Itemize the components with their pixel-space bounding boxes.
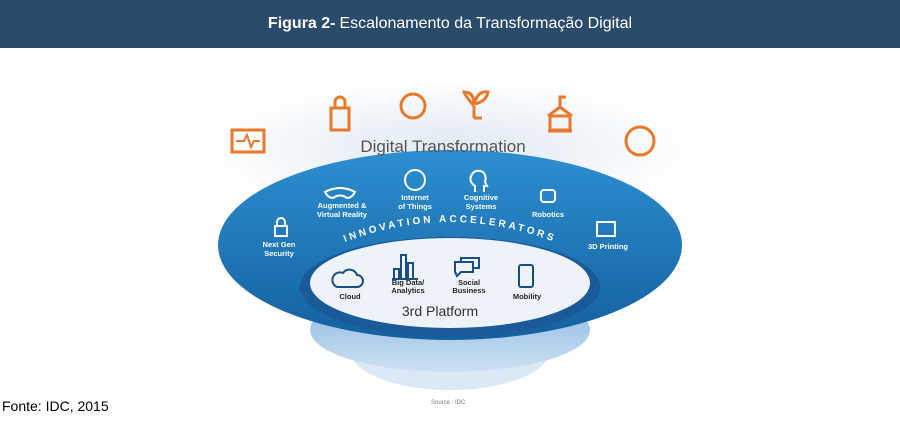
vr-glasses-icon	[323, 187, 357, 200]
gear-worker-icon	[399, 92, 427, 120]
accelerator-label: of Things	[398, 202, 432, 211]
globe-network-icon	[404, 169, 426, 191]
figure-caption: Fonte: IDC, 2015	[2, 398, 109, 414]
robot-icon	[540, 189, 556, 203]
bar-chart-icon	[392, 254, 418, 280]
accelerator-label: Systems	[466, 202, 497, 211]
accelerator-label: Next Gen	[263, 240, 296, 249]
chat-bubbles-icon	[454, 257, 480, 278]
plant-plug-icon	[462, 90, 490, 120]
digital-transformation-title: Digital Transformation	[360, 137, 525, 156]
padlock-icon	[274, 217, 288, 237]
third-platform-title: 3rd Platform	[402, 303, 478, 319]
accelerator-label: Cognitive	[464, 193, 498, 202]
accelerator-label: Augmented &	[318, 201, 367, 210]
digital-transformation-diagram: Digital Transformation INNOVATION ACCELE…	[200, 80, 700, 390]
platform-label: Cloud	[339, 292, 361, 301]
accelerator-label: Virtual Reality	[317, 210, 368, 219]
accelerator-label: Internet	[401, 193, 429, 202]
brain-head-icon	[469, 169, 489, 192]
pulse-line-icon	[236, 132, 260, 150]
global-finance-icon	[624, 125, 656, 157]
figure-header: Figura 2- Escalonamento da Transformação…	[0, 0, 900, 48]
3d-printer-icon	[596, 221, 616, 237]
platform-label: Social	[458, 278, 480, 287]
platform-disc	[310, 238, 590, 328]
platform-label: Analytics	[391, 286, 424, 295]
accelerator-label: 3D Printing	[588, 242, 628, 251]
smartphone-icon	[518, 264, 534, 288]
platform-label: Mobility	[513, 292, 542, 301]
accelerator-label: Security	[264, 249, 294, 258]
platform-label: Big Data/	[392, 278, 425, 287]
cloud-icon	[331, 268, 364, 288]
source-note: Source : IDC	[431, 400, 466, 406]
heart-monitor-icon	[230, 128, 266, 154]
shopping-bag-icon	[329, 95, 351, 132]
figure-title: Escalonamento da Transformação Digital	[339, 15, 633, 32]
accelerator-label: Robotics	[532, 210, 564, 219]
figure-label: Figura 2-	[267, 15, 336, 32]
platform-label: Business	[452, 286, 485, 295]
orange-icons	[230, 90, 656, 157]
government-building-icon	[547, 95, 573, 133]
